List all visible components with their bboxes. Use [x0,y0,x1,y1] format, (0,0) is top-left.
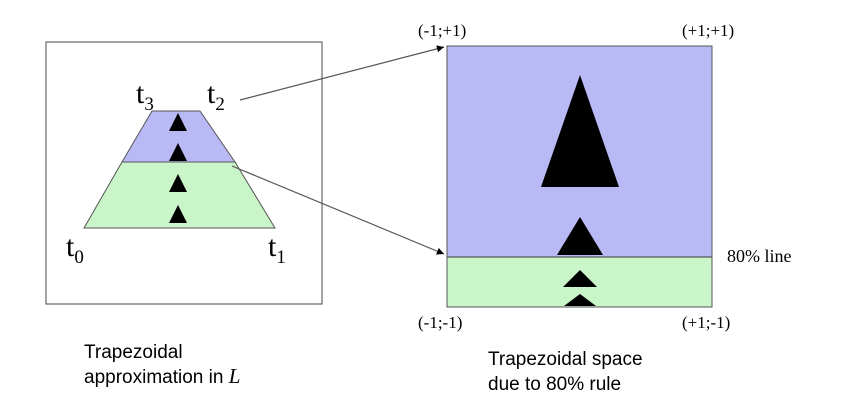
marker-triangle [169,205,187,223]
vertex-label-t2: t2 [207,77,225,115]
right-caption-line1: Trapezoidal space [488,349,643,370]
marker-triangle [169,143,187,161]
vertex-label-t1: t1 [268,230,286,268]
connector-arrow-top [239,45,445,101]
vertex-label-t3: t3 [136,77,154,115]
corner-label-bottom-left: (-1;-1) [418,313,462,332]
eighty-percent-label: 80% line [727,246,792,266]
trapezoid-upper-band [121,110,236,163]
marker-triangle [169,174,187,192]
left-caption-line2: approximation in L [84,364,240,388]
marker-triangle [564,294,596,306]
left-caption-line1: Trapezoidal [84,342,183,363]
marker-triangle-large [541,75,619,187]
connector-arrow-80 [231,165,445,255]
right-panel: (-1;+1) (+1;+1) (-1;-1) (+1;-1) 80% line… [418,21,792,395]
marker-triangle [169,113,187,131]
marker-triangle [557,217,603,255]
left-panel: t3 t2 t0 t1 Trapezoidal approximation in… [45,41,323,388]
right-caption-line2: due to 80% rule [488,374,621,395]
corner-label-bottom-right: (+1;-1) [682,313,730,332]
corner-label-top-right: (+1;+1) [682,21,734,40]
marker-triangle [563,270,597,287]
corner-label-top-left: (-1;+1) [418,21,466,40]
vertex-label-t0: t0 [66,230,84,268]
